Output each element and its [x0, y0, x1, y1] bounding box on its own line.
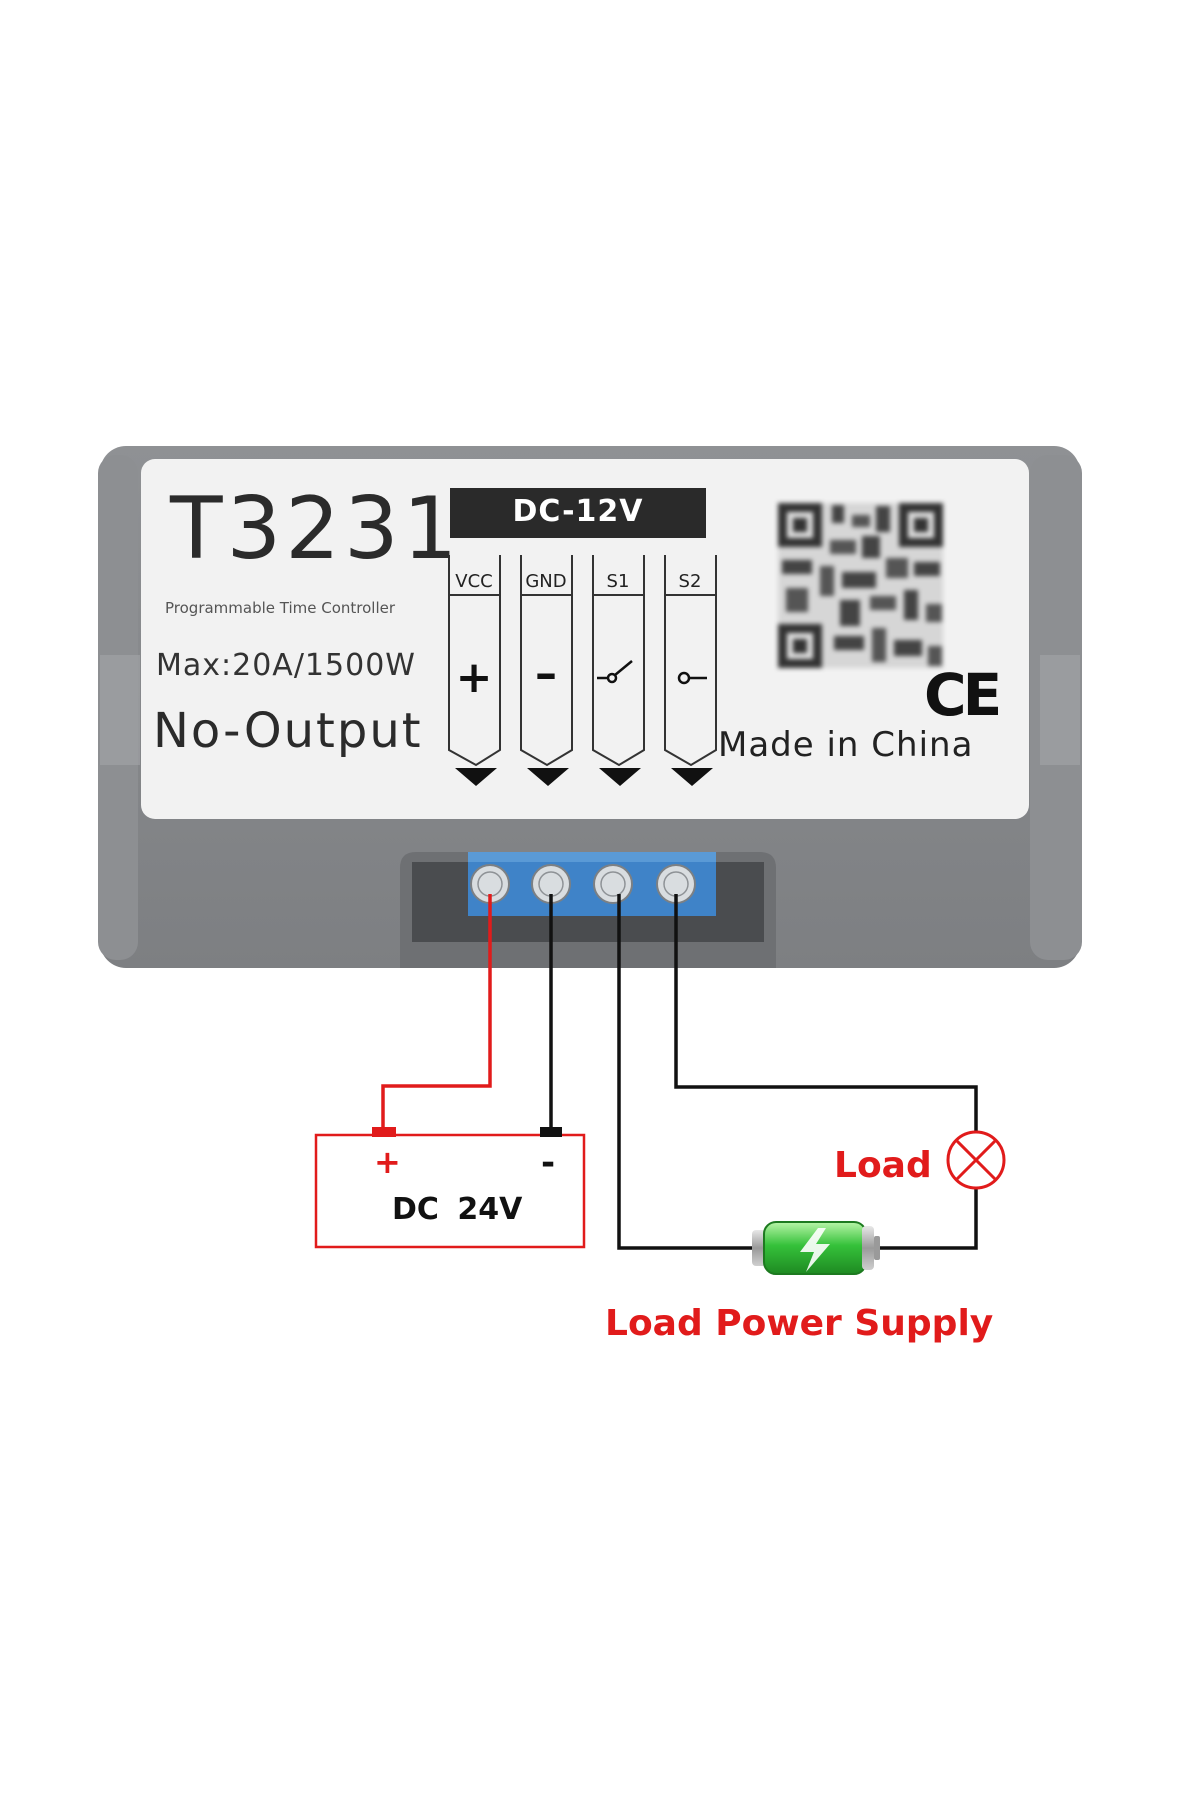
ce-mark: CE [924, 661, 1002, 729]
device-subtitle: Programmable Time Controller [165, 599, 396, 617]
supply-voltage: DC-12V [512, 494, 644, 529]
voltage-banner [450, 488, 706, 538]
terminal-slots [448, 555, 717, 767]
load-power-supply-label: Load Power Supply [605, 1303, 994, 1344]
dc-voltage-label: DC 24V [392, 1192, 523, 1227]
output-mode: No-Output [153, 703, 423, 759]
wires [381, 894, 978, 1250]
load-return-wire [869, 1187, 978, 1250]
qr-code [778, 503, 943, 668]
s2-wire [674, 894, 978, 1133]
load-label: Load [834, 1145, 932, 1186]
model-number: T3231 [170, 479, 462, 579]
dc-minus-label: - [541, 1143, 556, 1183]
terminal-label-s2: S2 [678, 571, 702, 592]
max-rating: Max:20A/1500W [156, 648, 416, 683]
plus-symbol: + [455, 652, 493, 703]
switch-icon [597, 660, 633, 684]
s1-wire [617, 894, 763, 1250]
positive-wire [381, 894, 492, 1128]
terminal-label-gnd: GND [525, 571, 567, 592]
lamp-icon [946, 1130, 1006, 1190]
dc-plus-label: + [374, 1143, 401, 1181]
battery-icon [752, 1221, 880, 1275]
made-in-label: Made in China [718, 725, 974, 765]
contact-icon [677, 671, 707, 685]
terminal-label-vcc: VCC [455, 571, 493, 592]
dc-power-supply [314, 1127, 586, 1249]
terminal-block [468, 852, 716, 916]
terminal-arrows [455, 768, 713, 786]
terminal-label-s1: S1 [606, 571, 630, 592]
minus-symbol: – [535, 648, 557, 699]
